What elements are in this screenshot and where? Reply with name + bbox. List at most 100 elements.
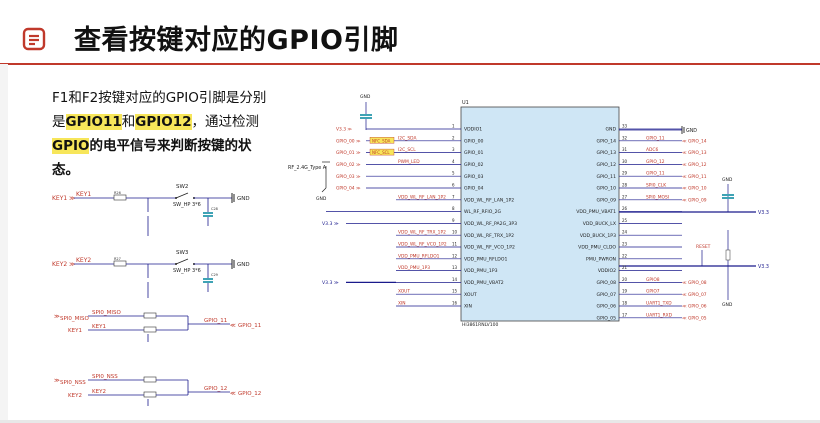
chip-schematic: U1 HI3861RNLV100 RF_2.4G_Type A GND GND … <box>286 90 778 330</box>
mux2-in2-net: KEY2 <box>92 389 106 395</box>
left-pin-num-6: 6 <box>452 183 455 188</box>
desc-and: 和 <box>121 114 136 130</box>
chip-left-pins: 1VDDIO12GPIO_00I2C_SDA3GPIO_01I2C_SCL4GP… <box>396 124 517 310</box>
left-pin-num-2: 2 <box>452 135 455 140</box>
right-pin-name-33: GND <box>605 127 616 133</box>
right-pin-num-27: 27 <box>622 194 628 199</box>
right-pin-num-24: 24 <box>622 230 628 235</box>
left-pin-net-11: VDD_WL_RF_VCO_1P2 <box>398 242 447 248</box>
right-pin-name-28: GPIO_10 <box>597 186 617 192</box>
right-pin-num-21: 21 <box>622 265 628 270</box>
r26-label: R26 <box>114 191 121 195</box>
left-pin-num-12: 12 <box>452 253 458 258</box>
right-pin-name-23: VDD_PMU_CLDO <box>578 245 616 251</box>
left-pin-name-8: WL_RF_RFIO_2G <box>464 209 502 215</box>
lower-right-port-1: ≪ GPIO_07 <box>682 292 707 298</box>
left-pin-name-6: GPIO_04 <box>464 186 484 192</box>
right-pin-name-21: VDDIO2 <box>598 268 616 274</box>
right-pin-num-19: 19 <box>622 289 628 294</box>
mux1-in1: SPI0_MISO <box>60 316 90 322</box>
right-pin-num-22: 22 <box>622 253 628 258</box>
sw3-part: SW_HP 3*6 <box>173 268 201 274</box>
vdd-rail-2-label: V3.3 <box>758 264 769 270</box>
lower-right-net-3: UART1_RXD <box>646 312 673 318</box>
left-port-0: V3.3 ≫ <box>336 127 352 133</box>
sw3-circuit: KEY2 ≫ KEY2 R27 SW3 SW_HP 3*6 GND C29 <box>52 250 250 298</box>
left-pin-name-14: VDD_PMU_VBAT2 <box>464 280 504 286</box>
left-port-tag-2: NFC_SCL <box>372 150 390 155</box>
left-pin-name-3: GPIO_01 <box>464 150 484 156</box>
right-pin-name-22: PMU_PWRON <box>586 256 616 262</box>
c29-label: C29 <box>211 273 218 277</box>
mux2-out-port: ≪ <box>230 391 236 397</box>
mux1-in1-net: SPI0_MISO <box>92 310 122 316</box>
left-pin-name-13: VDD_PMU_1P3 <box>464 268 498 274</box>
chip-body <box>460 106 620 322</box>
lower-right-net-2: UART1_TXD <box>646 301 672 307</box>
right-pin-name-32: GPIO_14 <box>597 138 617 144</box>
left-pin-name-15: XOUT <box>464 292 477 298</box>
left-pin-net-10: VDD_WL_RF_TRX_1P2 <box>398 230 446 236</box>
left-pin-num-9: 9 <box>452 218 455 223</box>
left-port-4: GPIO_03 ≫ <box>336 174 361 180</box>
right-pin-name-29: GPIO_11 <box>597 174 617 180</box>
desc-part3: 的电平信号来判断按键的状态。 <box>52 138 252 178</box>
right-net-4: SPI0_CLK <box>646 183 666 189</box>
key2-port-label: KEY2 ≫ <box>52 261 75 268</box>
mux2-out-port-label: GPIO_12 <box>238 391 261 397</box>
mux2-in2: KEY2 <box>68 393 82 399</box>
antenna-symbol: RF_2.4G_Type A GND <box>288 161 330 202</box>
sw2-part: SW_HP 3*6 <box>173 202 201 208</box>
mux2-out: GPIO_12 <box>204 386 227 392</box>
right-pin-name-18: GPIO_06 <box>597 304 617 310</box>
left-pin-net-15: XOUT <box>398 289 410 295</box>
mux1-in2: KEY1 <box>68 328 82 334</box>
lower-right-port-0: ≪ GPIO_08 <box>682 280 707 286</box>
mux1-out: GPIO_11 <box>204 318 227 324</box>
lower-right-net-0: GPIO8 <box>646 277 660 283</box>
right-pin-name-31: GPIO_13 <box>597 150 617 156</box>
desc-gpio-word: GPIO <box>52 138 90 154</box>
left-pin-num-8: 8 <box>452 206 455 211</box>
right-pin-name-20: GPIO_08 <box>597 280 617 286</box>
lower-right-port-3: ≪ GPIO_05 <box>682 315 707 321</box>
lower-right-net-1: GPIO7 <box>646 289 660 295</box>
left-pin-name-11: VDD_WL_RF_VCO_1P2 <box>464 245 515 251</box>
right-gnd-label: GND <box>686 128 697 134</box>
description-text: F1和F2按键对应的GPIO引脚是分别是GPIO11和GPIO12，通过检测GP… <box>52 86 272 182</box>
right-top-gnd: GND <box>722 177 733 183</box>
left-pin-name-10: VDD_WL_RF_TRX_1P2 <box>464 233 514 239</box>
mux1-out-port: ≪ <box>230 323 236 329</box>
left-port-tag-1: NFC_SDA <box>372 138 391 143</box>
left-pin-name-1: VDDIO1 <box>464 127 482 133</box>
left-pin-net-3: I2C_SCL <box>398 147 416 153</box>
left-schematic: KEY1 ≫ KEY1 R26 SW2 SW_HP 3*6 GND C28 KE… <box>52 184 261 406</box>
page-title: 查看按键对应的GPIO引脚 <box>74 25 399 56</box>
left-pin-name-7: VDD_WL_RF_LAN_1P2 <box>464 197 514 203</box>
left-pin-name-9: VDD_WL_RF_PA2G_3P3 <box>464 221 517 227</box>
right-pin-num-20: 20 <box>622 277 628 282</box>
right-pin-num-23: 23 <box>622 242 628 247</box>
left-port-1: GPIO_00 ≫ <box>336 138 361 144</box>
left-pin-net-7: VDD_WL_RF_LAN_1P2 <box>398 194 446 200</box>
desc-part1: F1和F2按键对应的GPIO引脚是分别是 <box>52 90 267 130</box>
left-pin-num-11: 11 <box>452 242 458 247</box>
left-pin-name-2: GPIO_00 <box>464 138 484 144</box>
right-pin-name-24: VDD_BUCK_1P3 <box>580 233 616 239</box>
right-net-1: ADC6 <box>646 147 658 153</box>
right-pin-num-31: 31 <box>622 147 628 152</box>
right-pin-num-29: 29 <box>622 171 628 176</box>
right-pin-num-17: 17 <box>622 312 628 317</box>
right-pin-num-32: 32 <box>622 135 628 140</box>
right-pin-name-26: VDD_PMU_VBAT1 <box>576 209 616 215</box>
right-pin-name-19: GPIO_07 <box>597 292 617 298</box>
right-bottom-gnd: GND <box>722 302 733 308</box>
right-pin-name-27: GPIO_09 <box>597 197 617 203</box>
sw2-gnd: GND <box>237 196 250 202</box>
right-net-0: GPIO_11 <box>646 135 665 141</box>
right-pin-name-30: GPIO_12 <box>597 162 617 168</box>
left-pin-num-1: 1 <box>452 124 455 129</box>
left-port-tag-bg-2 <box>369 148 395 156</box>
key1-net: KEY1 <box>76 191 91 198</box>
